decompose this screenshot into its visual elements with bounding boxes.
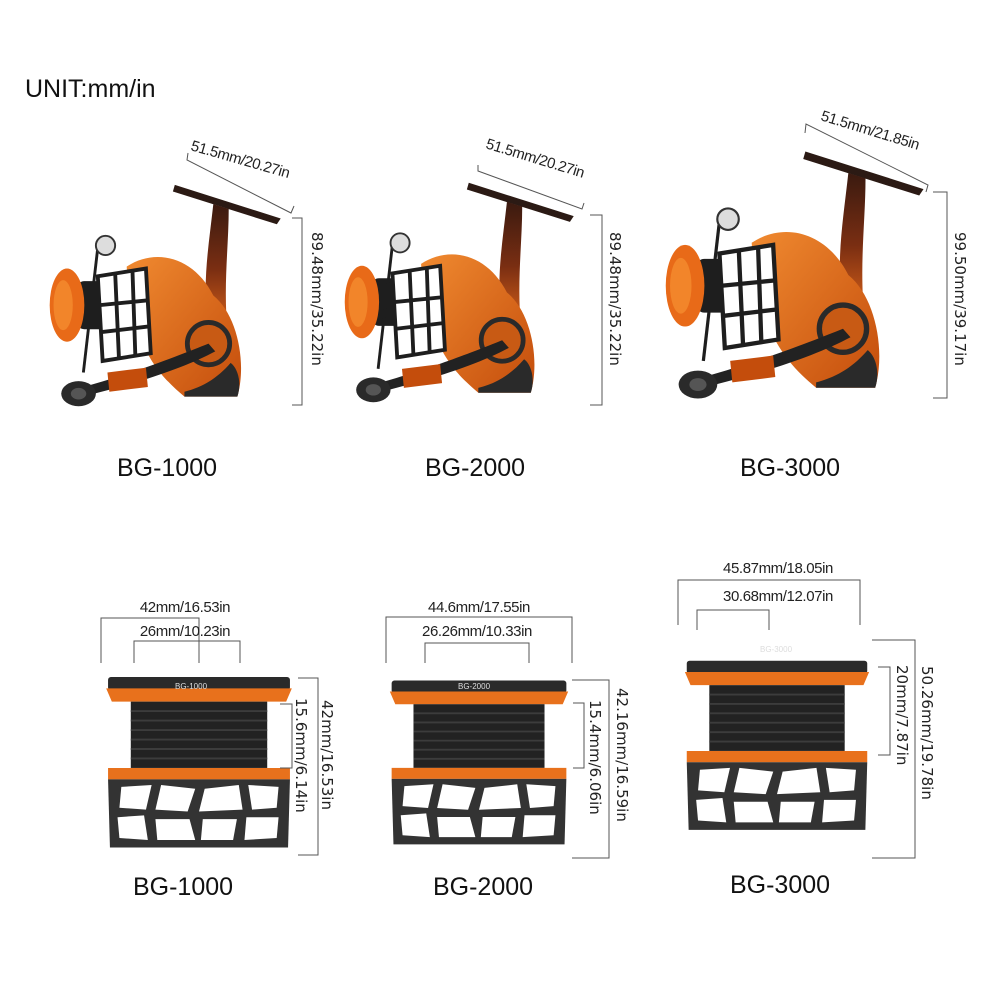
spool-outer-diameter: 44.6mm/17.55in [428, 599, 530, 616]
spool-rim-text: BG-1000 [175, 682, 208, 691]
unit-label: UNIT:mm/in [25, 75, 156, 103]
spool-rim-text: BG-2000 [458, 682, 491, 691]
reel-bg-2000: 51.5mm/20.27in 89.48mm/35.22in BG-2000 [345, 136, 624, 482]
spool-rim-text: BG-3000 [760, 645, 793, 654]
reel-model-label: BG-3000 [740, 454, 840, 482]
spool-model-label: BG-2000 [433, 873, 533, 901]
spool-model-label: BG-1000 [133, 873, 233, 901]
spool-line-depth: 15.4mm/6.06in [586, 700, 604, 815]
reel-bg-3000: 51.5mm/21.85in 99.50mm/39.17in BG-3000 [666, 108, 969, 482]
spool-bg-3000: BG-3000 45.87mm/18.05in 30.68mm/12.07in … [677, 560, 936, 899]
spool-outer-diameter: 42mm/16.53in [140, 599, 230, 616]
reel-height: 89.48mm/35.22in [606, 232, 624, 366]
spool-bg-1000: BG-1000 42mm/16.53in 26mm/10.23in 15.6mm… [100, 599, 336, 901]
reel-bg-1000: 51.5mm/20.27in 89.48mm/35.22in BG-1000 [50, 138, 326, 482]
reel-height: 99.50mm/39.17in [951, 232, 969, 366]
spool-height: 50.26mm/19.78in [918, 666, 936, 800]
spool-inner-diameter: 30.68mm/12.07in [723, 588, 833, 605]
spool-inner-diameter: 26mm/10.23in [140, 623, 230, 640]
spool-line-depth: 20mm/7.87in [893, 665, 911, 765]
reel-handle-width: 51.5mm/21.85in [819, 108, 922, 154]
spool-height: 42.16mm/16.59in [613, 688, 631, 822]
reel-handle-width: 51.5mm/20.27in [484, 136, 587, 182]
spool-model-label: BG-3000 [730, 871, 830, 899]
reel-handle-width: 51.5mm/20.27in [189, 138, 292, 182]
reel-height: 89.48mm/35.22in [308, 232, 326, 366]
spool-height: 42mm/16.53in [318, 700, 336, 810]
spool-bg-2000: BG-2000 44.6mm/17.55in 26.26mm/10.33in 1… [385, 599, 631, 901]
reel-model-label: BG-1000 [117, 454, 217, 482]
spool-outer-diameter: 45.87mm/18.05in [723, 560, 833, 577]
spool-inner-diameter: 26.26mm/10.33in [422, 623, 532, 640]
spool-line-depth: 15.6mm/6.14in [292, 698, 310, 813]
reel-model-label: BG-2000 [425, 454, 525, 482]
